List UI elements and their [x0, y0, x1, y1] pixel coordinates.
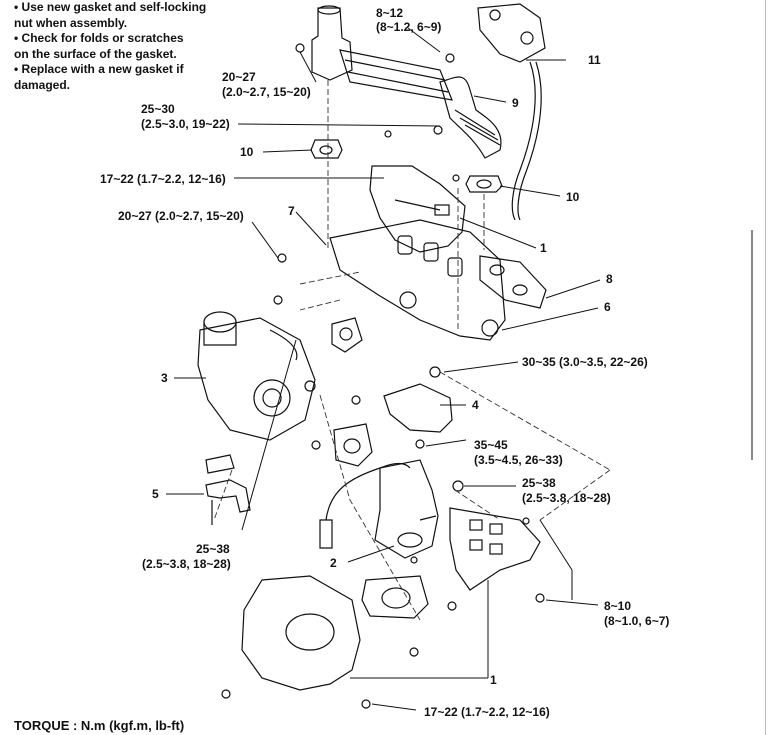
- torque-unit-legend: TORQUE : N.m (kgf.m, lb-ft): [14, 718, 185, 733]
- outlet-gasket: [333, 423, 373, 467]
- egr-valve: [311, 7, 353, 81]
- callout-number: 6: [604, 300, 611, 314]
- torque-label: 25~38: [522, 476, 556, 490]
- torque-label: (8~1.0, 6~7): [604, 614, 670, 628]
- page-border: [765, 0, 766, 735]
- torque-label: 8~12: [376, 6, 404, 20]
- lower-heat-shield: [241, 575, 361, 691]
- note-line: on the surface of the gasket.: [14, 46, 177, 61]
- oxygen-sensor: [319, 519, 333, 549]
- assembly-notes: • Use new gasket and self-locking nut wh…: [14, 0, 206, 93]
- torque-label: 8~10: [604, 599, 632, 613]
- turbo-gasket: [331, 317, 363, 353]
- egr-cooler: [339, 49, 453, 101]
- torque-label: 17~22 (1.7~2.2, 12~16): [100, 172, 226, 186]
- support-bracket: [449, 507, 541, 591]
- callout-number: 10: [566, 190, 580, 204]
- torque-label: 25~38: [196, 542, 230, 556]
- oil-return-pipe: [205, 454, 235, 474]
- torque-label: 20~27: [222, 70, 256, 84]
- callout-number: 2: [330, 556, 337, 570]
- torque-label: 20~27 (2.0~2.7, 15~20): [118, 209, 244, 223]
- gasket-left: [310, 139, 343, 159]
- note-line: • Check for folds or scratches: [14, 31, 184, 45]
- torque-label: (3.5~4.5, 26~33): [474, 453, 563, 467]
- callout-number: 1: [540, 241, 547, 255]
- gasket-right: [465, 175, 503, 193]
- note-line: damaged.: [14, 77, 71, 92]
- callout-number: 1: [490, 673, 497, 687]
- torque-label: (2.5~3.0, 19~22): [141, 117, 230, 131]
- torque-label: (2.5~3.8, 18~28): [142, 557, 231, 571]
- callout-number: 4: [472, 398, 479, 412]
- front-exhaust-pipe: [374, 459, 439, 559]
- torque-label: 30~35 (3.0~3.5, 22~26): [522, 355, 648, 369]
- egr-hose: [439, 76, 502, 159]
- callout-number: 9: [512, 96, 519, 110]
- torque-label: (8~1.2, 6~9): [376, 20, 442, 34]
- turbocharger: [197, 317, 316, 441]
- egr-bracket: [477, 3, 546, 63]
- manifold-gasket: [479, 255, 547, 309]
- torque-label: (2.0~2.7, 15~20): [222, 85, 311, 99]
- turbo-heat-shield: [383, 383, 453, 433]
- torque-label: 17~22 (1.7~2.2, 12~16): [424, 705, 550, 719]
- callout-number: 7: [288, 204, 295, 218]
- callout-number: 8: [606, 272, 613, 286]
- callout-number: 3: [161, 371, 168, 385]
- upper-heat-shield: [369, 165, 466, 253]
- callout-number: 11: [588, 53, 601, 67]
- callout-number: 5: [152, 487, 159, 501]
- torque-label: 25~30: [141, 102, 175, 116]
- callout-number: 10: [240, 145, 254, 159]
- torque-label: 35~45: [474, 438, 508, 452]
- exhaust-manifold: [329, 219, 506, 341]
- note-line: nut when assembly.: [14, 15, 128, 30]
- note-line: • Replace with a new gasket if: [14, 62, 184, 76]
- pipe-gasket: [361, 575, 429, 619]
- note-line: • Use new gasket and self-locking: [14, 0, 207, 14]
- torque-label: (2.5~3.8, 18~28): [522, 491, 611, 505]
